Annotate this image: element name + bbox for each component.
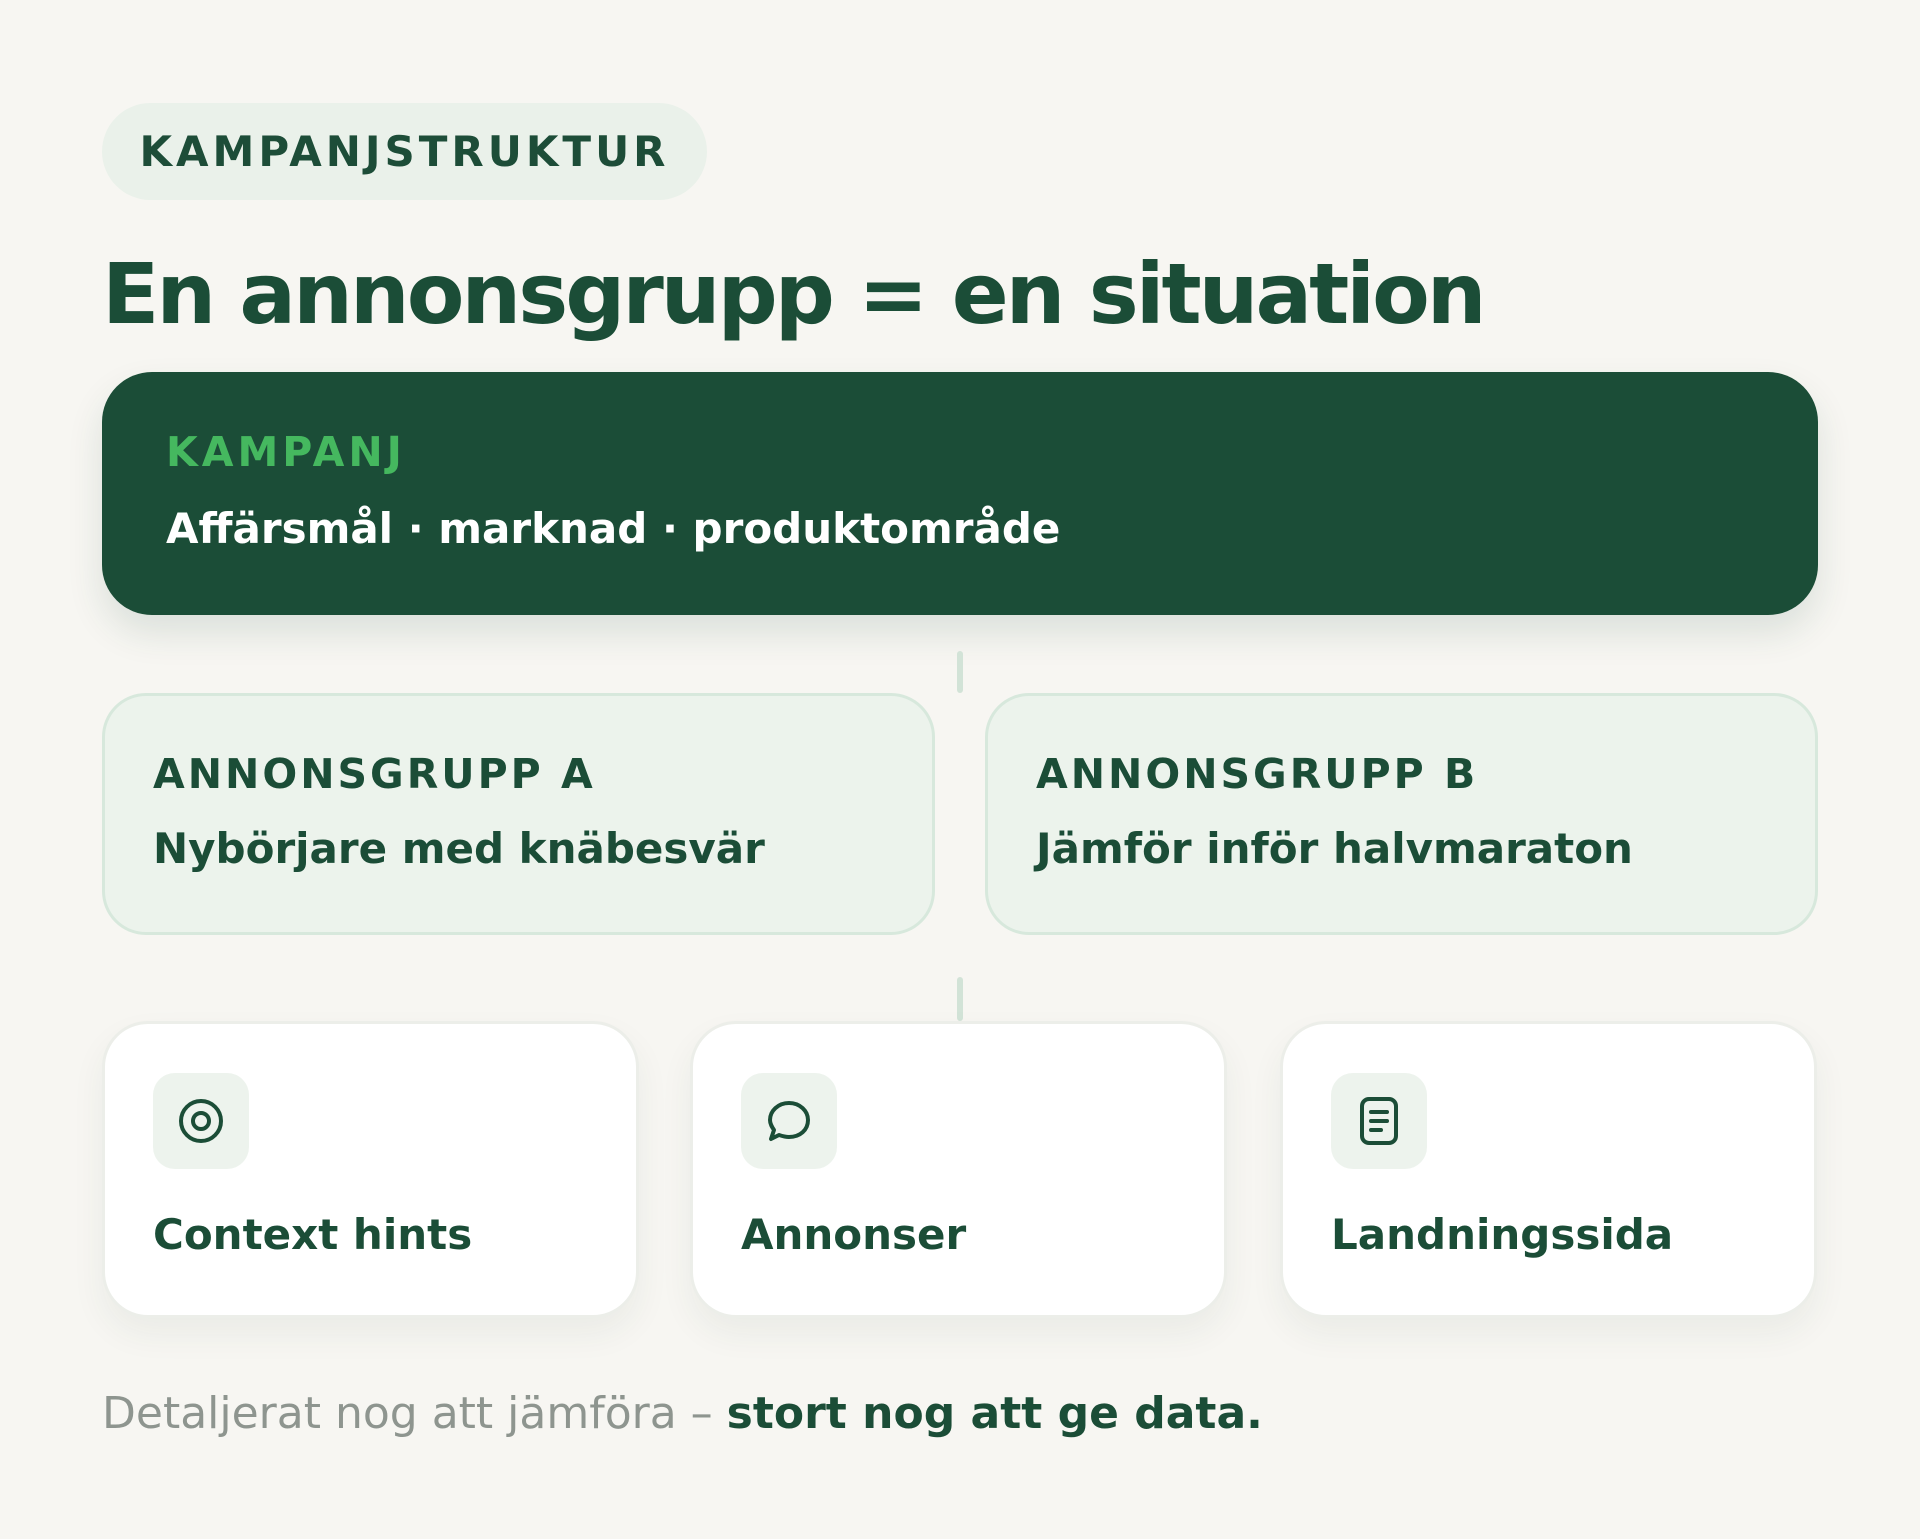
- component-card-landningssida: Landningssida: [1280, 1021, 1817, 1318]
- footer-tagline-light: Detaljerat nog att jämföra –: [102, 1388, 727, 1439]
- campaign-label: KAMPANJ: [166, 428, 406, 476]
- connector-groups-to-components: [957, 977, 963, 1021]
- document-icon: [1331, 1073, 1427, 1169]
- footer-tagline-strong: stort nog att ge data.: [726, 1388, 1263, 1439]
- component-label-context-hints: Context hints: [153, 1210, 473, 1259]
- component-label-annonser: Annonser: [741, 1210, 967, 1259]
- ad-group-a-description: Nybörjare med knäbesvär: [153, 824, 765, 873]
- campaign-box: KAMPANJ Affärsmål · marknad · produktomr…: [102, 372, 1818, 615]
- chat-bubble-icon: [741, 1073, 837, 1169]
- component-card-annonser: Annonser: [690, 1021, 1227, 1318]
- connector-campaign-to-groups: [957, 651, 963, 693]
- ad-group-b-label: ANNONSGRUPP B: [1036, 750, 1479, 798]
- ad-group-a-box: ANNONSGRUPP A Nybörjare med knäbesvär: [102, 693, 935, 935]
- eyebrow-text: KAMPANJSTRUKTUR: [139, 127, 670, 176]
- component-label-landningssida: Landningssida: [1331, 1210, 1674, 1259]
- page-title: En annonsgrupp = en situation: [102, 245, 1487, 343]
- target-icon: [153, 1073, 249, 1169]
- ad-group-b-description: Jämför inför halvmaraton: [1036, 824, 1633, 873]
- component-card-context-hints: Context hints: [102, 1021, 639, 1318]
- campaign-description: Affärsmål · marknad · produktområde: [166, 504, 1061, 553]
- ad-group-b-box: ANNONSGRUPP B Jämför inför halvmaraton: [985, 693, 1818, 935]
- section-eyebrow-pill: KAMPANJSTRUKTUR: [102, 103, 707, 200]
- ad-group-a-label: ANNONSGRUPP A: [153, 750, 596, 798]
- footer-tagline: Detaljerat nog att jämföra – stort nog a…: [102, 1392, 1263, 1436]
